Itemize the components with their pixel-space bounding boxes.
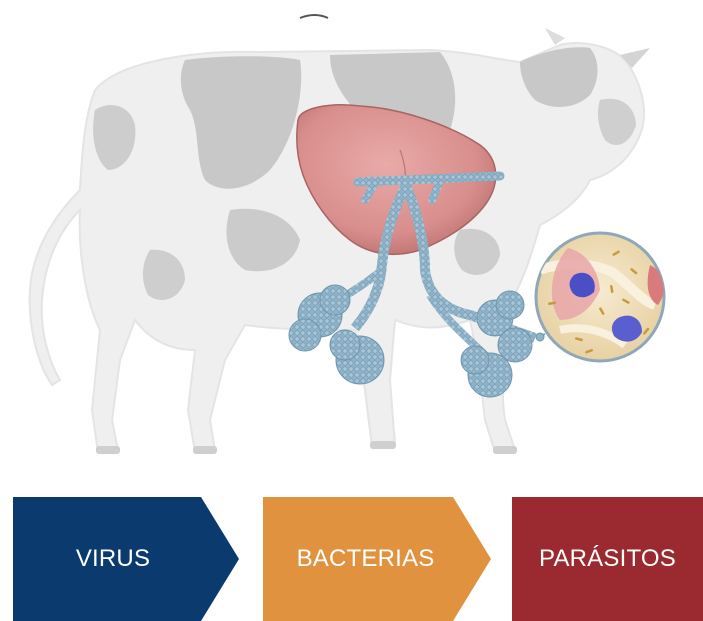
step-bacterias: BACTERIAS	[263, 497, 491, 621]
step-label-bacterias: BACTERIAS	[263, 497, 468, 621]
step-label-virus: VIRUS	[13, 497, 213, 621]
cow-silhouette	[30, 15, 650, 454]
step-label-parasitos: PARÁSITOS	[512, 497, 703, 621]
cow-respiratory-illustration	[0, 0, 703, 470]
alveolus-inset	[536, 233, 664, 361]
step-parasitos: PARÁSITOS	[512, 497, 703, 621]
step-virus: VIRUS	[13, 497, 239, 621]
